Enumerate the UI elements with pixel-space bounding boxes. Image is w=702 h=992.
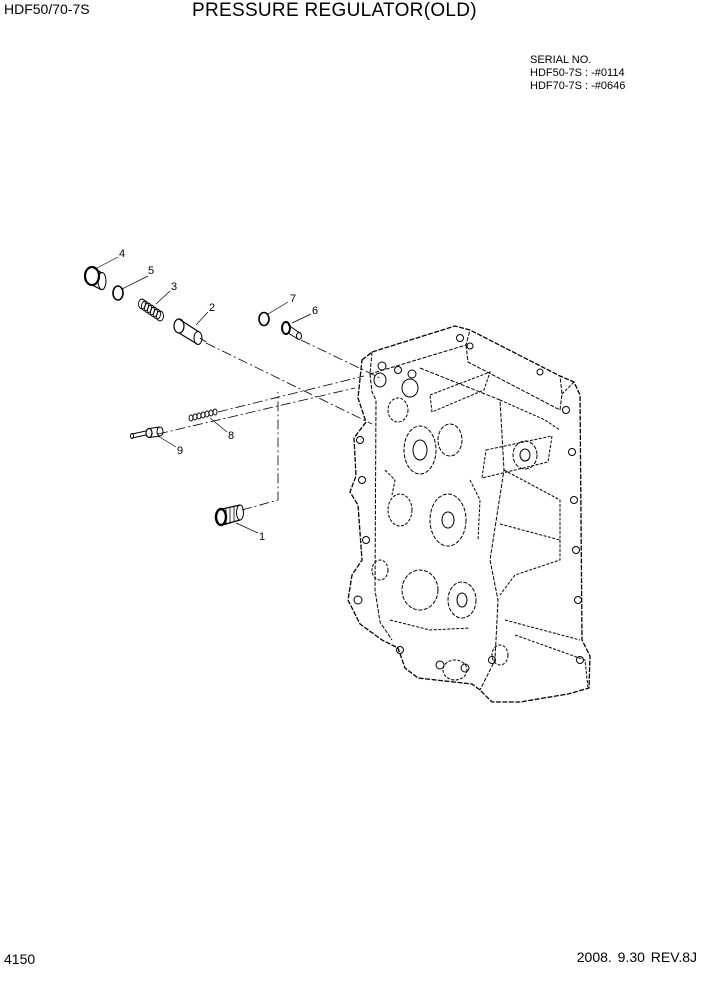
serial-line-hdf70: HDF70-7S : -#0646 [530, 80, 626, 92]
serial-line-hdf50: HDF50-7S : -#0114 [530, 67, 625, 79]
assembly-center-lines [157, 339, 381, 511]
spring-icon [138, 298, 164, 322]
callout-3: 3 [171, 281, 177, 293]
callout-leaders [96, 256, 312, 534]
piston-icon [173, 318, 207, 345]
callout-7: 7 [290, 293, 296, 305]
valve-pin-icon [130, 426, 164, 439]
plug-icon [214, 504, 244, 527]
callout-4: 4 [119, 248, 125, 260]
revision-date: 2008. 9.30 REV.8J [576, 949, 697, 965]
callout-8: 8 [228, 430, 234, 442]
serial-info: SERIAL NO. HDF50-7S : -#0114 HDF70-7S : … [530, 54, 625, 93]
page-number: 4150 [4, 951, 36, 967]
spring-icon [188, 408, 218, 422]
model-code: HDF50/70-7S [4, 1, 90, 17]
o-ring-icon [258, 311, 270, 327]
callout-1: 1 [259, 531, 265, 543]
transmission-housing [347, 325, 591, 703]
cap-icon [83, 265, 107, 291]
callout-5: 5 [148, 265, 154, 277]
serial-heading: SERIAL NO. [530, 54, 592, 66]
o-ring-icon [112, 285, 124, 301]
page-title: PRESSURE REGULATOR(OLD) [192, 0, 477, 21]
callout-9: 9 [177, 445, 183, 457]
screw-plug-icon [281, 321, 302, 340]
callout-6: 6 [312, 305, 318, 317]
callout-2: 2 [209, 302, 215, 314]
